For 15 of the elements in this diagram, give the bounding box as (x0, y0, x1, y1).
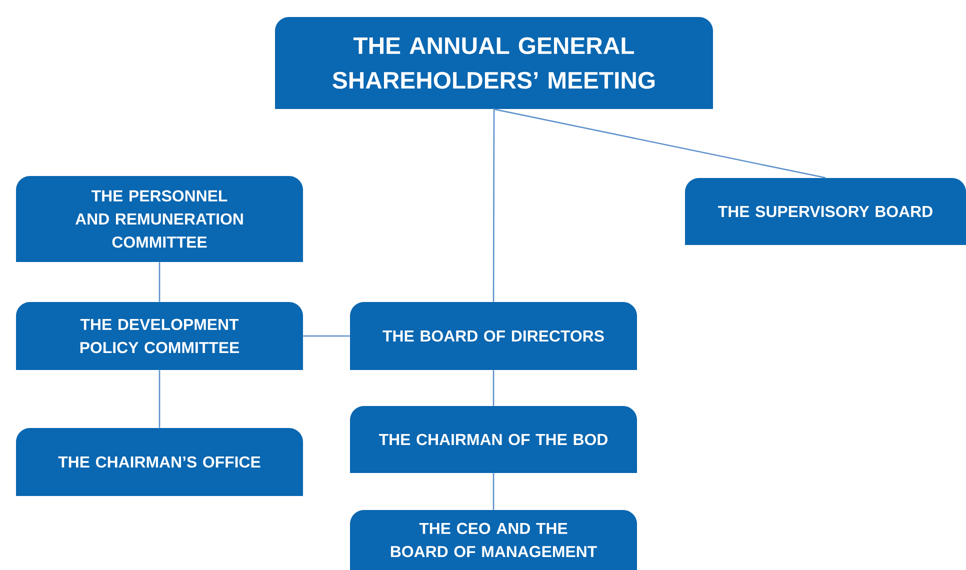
org-box: THE BOARD OF DIRECTORS (350, 302, 637, 370)
org-box: THE PERSONNEL AND REMUNERATION COMMITTEE (16, 176, 303, 262)
org-box: THE CEO AND THE BOARD OF MANAGEMENT (350, 510, 637, 570)
connector-line (158, 262, 160, 302)
connector-line (492, 370, 494, 406)
org-box: THE CHAIRMAN OF THE BOD (350, 406, 637, 473)
connector-line (494, 108, 826, 178)
org-box: THE ANNUAL GENERAL SHAREHOLDERS’ MEETING (275, 17, 713, 109)
connector-line (303, 335, 350, 337)
connector-line (492, 109, 495, 302)
org-box: THE SUPERVISORY BOARD (685, 178, 966, 245)
connector-line (492, 473, 494, 510)
org-box: THE DEVELOPMENT POLICY COMMITTEE (16, 302, 303, 370)
org-box: THE CHAIRMAN’S OFFICE (16, 428, 303, 496)
connector-line (158, 370, 160, 428)
